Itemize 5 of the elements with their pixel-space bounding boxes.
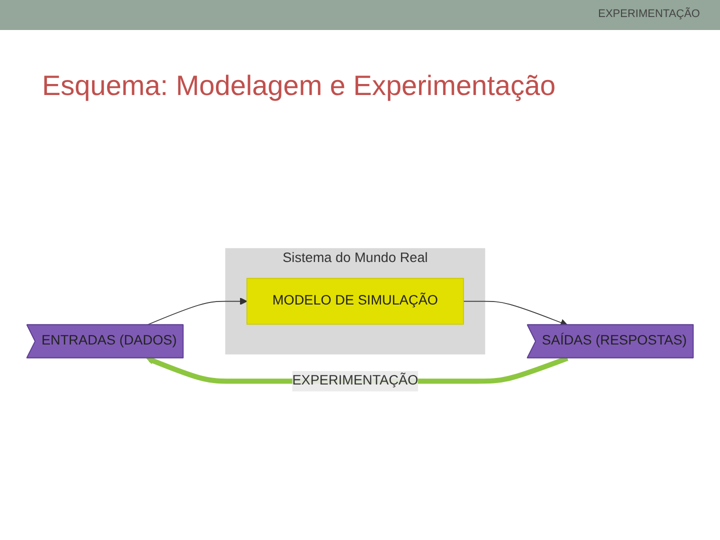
node-box: MODELO DE SIMULAÇÃO bbox=[246, 278, 464, 325]
arrow bbox=[463, 300, 568, 326]
header-text: EXPERIMENTAÇÃO bbox=[598, 8, 700, 20]
slide-title: Esquema: Modelagem e Experimentação bbox=[42, 70, 557, 102]
edge-label: EXPERIMENTAÇÃO bbox=[292, 374, 418, 388]
